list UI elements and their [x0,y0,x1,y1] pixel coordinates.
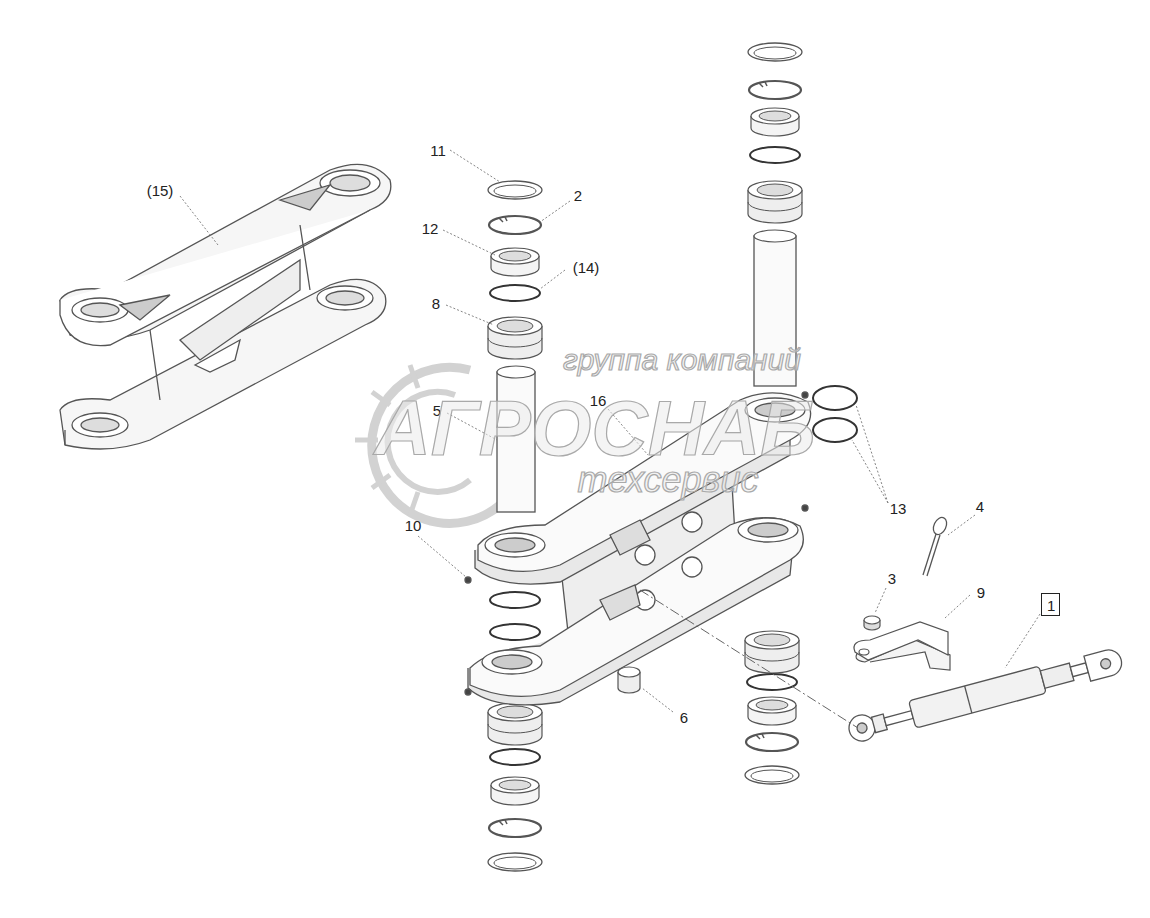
small-nut [864,616,880,630]
watermark-text: АГРОСНАБ [374,389,815,467]
bracket [854,622,950,670]
callout-number: 12 [422,221,439,236]
callout-number: 10 [405,518,422,533]
callout-number: (15) [147,183,174,198]
callout-number: 8 [432,296,440,311]
callout-number: (14) [573,260,600,275]
link-arm [60,164,391,449]
callout-number: 1 [1047,598,1054,613]
callout-number: 11 [430,143,446,158]
callout-number: 2 [574,188,582,203]
callout-number: 4 [976,499,984,514]
nut [618,667,640,693]
callout-number: 6 [680,710,688,725]
watermark-text: группа компаний [563,345,801,375]
watermark-text: техсервис [578,462,759,498]
leader-lines [180,150,1040,712]
callout-number: 3 [888,571,896,586]
cotter-pin [923,515,949,576]
seal-rings [813,386,857,442]
callout-number: 13 [890,501,907,516]
turnbuckle [846,645,1125,745]
callout-number: 9 [977,585,985,600]
centre-line [640,590,858,728]
callout-box: 1 [1041,593,1060,616]
